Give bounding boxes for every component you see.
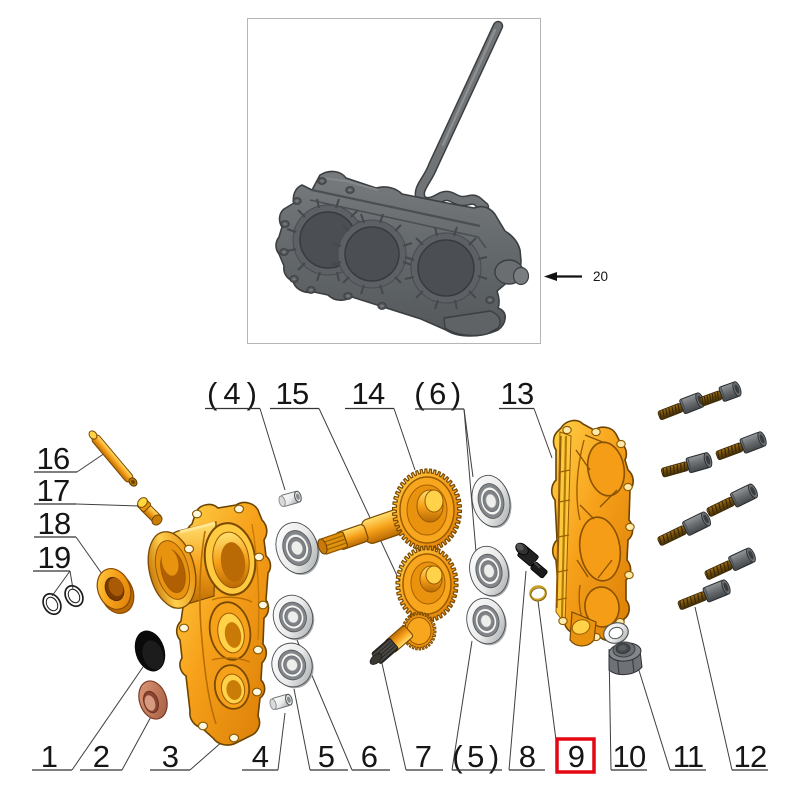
svg-text:18: 18	[38, 506, 71, 541]
svg-text:5: 5	[318, 739, 334, 774]
svg-text:(4): (4)	[207, 376, 263, 411]
svg-text:6: 6	[361, 739, 377, 774]
svg-text:9: 9	[568, 739, 584, 774]
svg-text:16: 16	[37, 441, 70, 476]
svg-text:4: 4	[252, 739, 269, 774]
svg-text:11: 11	[673, 739, 704, 774]
svg-text:(5): (5)	[452, 739, 503, 774]
svg-text:(6): (6)	[414, 376, 465, 411]
svg-text:13: 13	[501, 376, 534, 411]
svg-text:7: 7	[415, 739, 431, 774]
svg-text:14: 14	[352, 376, 385, 411]
svg-text:15: 15	[276, 376, 309, 411]
svg-text:1: 1	[41, 739, 57, 774]
svg-text:20: 20	[593, 269, 608, 284]
svg-text:8: 8	[519, 739, 535, 774]
svg-text:3: 3	[162, 739, 178, 774]
svg-text:10: 10	[613, 739, 646, 774]
svg-text:19: 19	[38, 540, 71, 575]
svg-text:17: 17	[37, 473, 70, 508]
svg-text:2: 2	[93, 739, 109, 774]
svg-text:12: 12	[734, 739, 767, 774]
